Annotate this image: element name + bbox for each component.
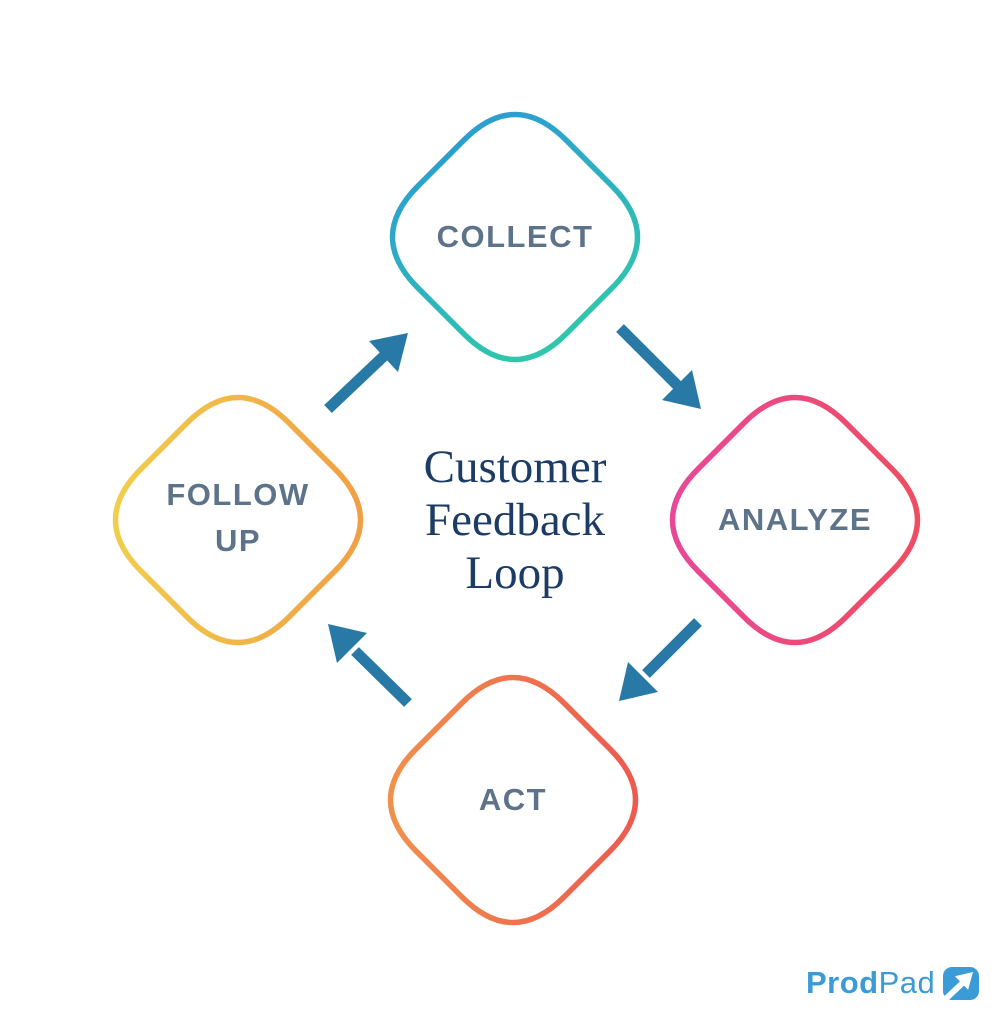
arrow-up-left-icon xyxy=(328,624,367,663)
prodpad-logo: ProdPad xyxy=(806,958,981,1008)
node-followup-label: FOLLOW UP xyxy=(166,476,310,559)
node-analyze-shape xyxy=(669,394,921,646)
arrow-down-left-icon xyxy=(619,662,658,701)
node-collect-label: COLLECT xyxy=(436,218,594,254)
arrow-down-right-icon xyxy=(662,370,701,409)
arrow-shaft xyxy=(351,647,412,707)
node-act-label: ACT xyxy=(478,781,548,817)
arrow-shaft xyxy=(324,351,389,413)
connector-collect-to-analyze xyxy=(616,324,701,409)
prodpad-wordmark-pad: Pad xyxy=(878,965,936,1000)
connector-act-to-followup xyxy=(328,624,412,707)
prodpad-wordmark-prod: Prod xyxy=(806,965,879,1000)
diagram-title: Customer Feedback Loop xyxy=(423,440,607,599)
node-followup-shape xyxy=(112,394,364,646)
connector-followup-to-collect xyxy=(324,333,408,413)
connector-analyze-to-act xyxy=(619,618,702,701)
arrow-shaft xyxy=(616,324,684,392)
arrow-up-right-icon xyxy=(942,967,980,1003)
prodpad-wordmark: ProdPad xyxy=(806,965,935,1001)
node-analyze-label: ANALYZE xyxy=(717,501,873,537)
node-act-shape xyxy=(387,674,639,926)
arrow-shaft xyxy=(642,618,702,678)
arrow-up-right-icon xyxy=(369,333,408,372)
node-collect-shape xyxy=(389,111,641,363)
